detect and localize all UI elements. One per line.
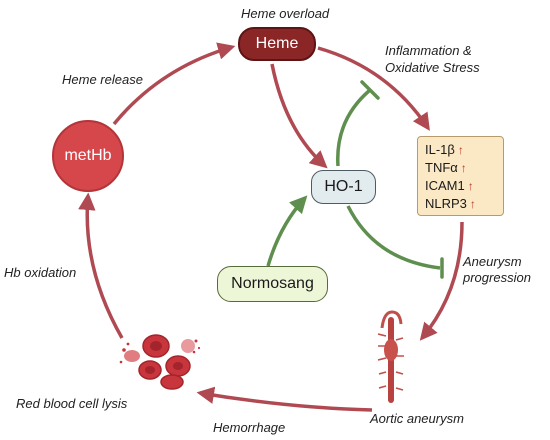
- arrow-rbc-to-methb: [78, 192, 124, 339]
- methb-node: metHb: [52, 120, 124, 192]
- label-heme-overload: Heme overload: [241, 6, 330, 21]
- label-red-blood-cell-lysis: Red blood cell lysis: [16, 396, 128, 411]
- up-arrow-icon: ↑: [457, 143, 464, 157]
- up-arrow-icon: ↑: [469, 197, 476, 211]
- cytokine-row: TNFα↑: [425, 159, 503, 177]
- cytokine-label: IL-1β: [425, 142, 455, 157]
- cytokine-row: ICAM1↑: [425, 177, 503, 195]
- label-aortic-aneurysm: Aortic aneurysm: [370, 411, 464, 426]
- cytokine-label: ICAM1: [425, 178, 465, 193]
- inhibit-ho1-to-inflammation: [336, 88, 372, 167]
- heme-node: Heme: [238, 27, 316, 61]
- label-inflammation-line1: Inflammation &: [385, 43, 472, 58]
- cytokine-row: NLRP3↑: [425, 195, 503, 213]
- cytokine-row: IL-1β↑: [425, 141, 503, 159]
- ho1-node: HO-1: [311, 170, 376, 204]
- cytokine-label: TNFα: [425, 160, 458, 175]
- cytokine-label: NLRP3: [425, 196, 467, 211]
- red-blood-cells-icon: [119, 334, 201, 390]
- label-heme-release: Heme release: [62, 72, 143, 87]
- up-arrow-icon: ↑: [467, 179, 474, 193]
- arrow-heme-to-inflammation: [317, 46, 430, 131]
- up-arrow-icon: ↑: [460, 161, 467, 175]
- arrow-methb-to-heme: [112, 42, 236, 126]
- arrow-heme-to-ho1: [270, 63, 328, 169]
- normosang-node: Normosang: [217, 266, 328, 302]
- arrow-normosang-to-ho1: [266, 195, 308, 267]
- cytokine-box: IL-1β↑ TNFα↑ ICAM1↑ NLRP3↑: [417, 136, 504, 216]
- label-inflammation-line2: Oxidative Stress: [385, 60, 480, 75]
- arrow-cytokines-to-aorta: [419, 221, 464, 341]
- label-hemorrhage: Hemorrhage: [213, 420, 286, 435]
- label-hb-oxidation: Hb oxidation: [4, 265, 77, 280]
- label-aneurysm-progression-line1: Aneurysm: [463, 254, 522, 269]
- aortic-aneurysm-icon: [377, 310, 404, 403]
- label-aneurysm-progression-line2: progression: [463, 270, 531, 285]
- arrow-aorta-to-rbc: [196, 386, 373, 412]
- inhibit-ho1-to-aneurysm: [346, 205, 441, 270]
- inhibit-bar-inflammation: [360, 80, 380, 100]
